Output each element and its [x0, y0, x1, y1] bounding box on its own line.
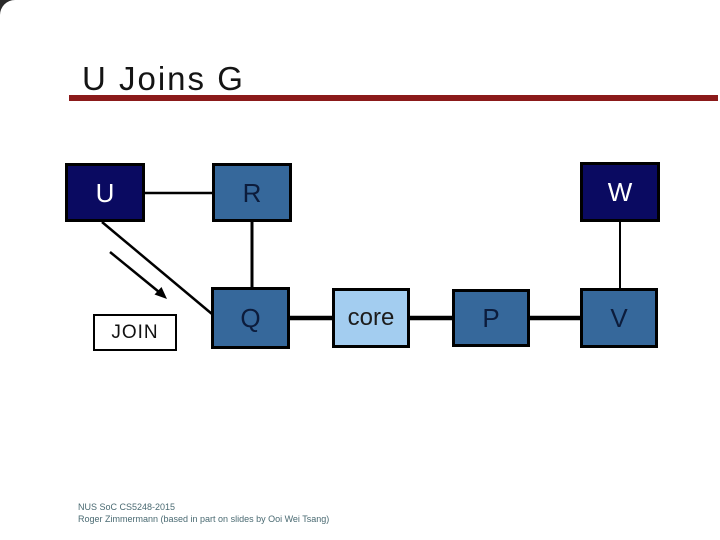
node-p: P — [452, 289, 530, 347]
node-u-label: U — [95, 177, 115, 208]
footer-course-line: NUS SoC CS5248-2015 — [78, 502, 176, 512]
footer-credit-line: Roger Zimmermann (based in part on slide… — [78, 514, 330, 524]
node-r: R — [212, 163, 292, 222]
node-core: core — [332, 288, 410, 348]
node-r-label: R — [242, 177, 262, 208]
page-title: U Joins G — [82, 60, 245, 98]
node-w-label: W — [607, 177, 633, 207]
title-underline — [69, 95, 718, 101]
node-w: W — [580, 162, 660, 222]
slide-corner-notch — [0, 0, 15, 15]
slide-footer: NUS SoC CS5248-2015 Roger Zimmermann (ba… — [78, 501, 329, 525]
join-annotation-label: JOIN — [111, 321, 159, 343]
join-annotation-box: JOIN — [93, 314, 177, 351]
node-core-label: core — [347, 304, 395, 331]
node-u: U — [65, 163, 145, 222]
node-q-label: Q — [240, 303, 261, 333]
node-q: Q — [211, 287, 290, 349]
edge-u-q — [101, 221, 213, 315]
join-arrow-shaft — [109, 251, 160, 293]
join-arrowhead-icon — [154, 287, 167, 299]
node-p-label: P — [482, 303, 500, 333]
node-v: V — [580, 288, 658, 348]
node-v-label: V — [610, 303, 628, 333]
